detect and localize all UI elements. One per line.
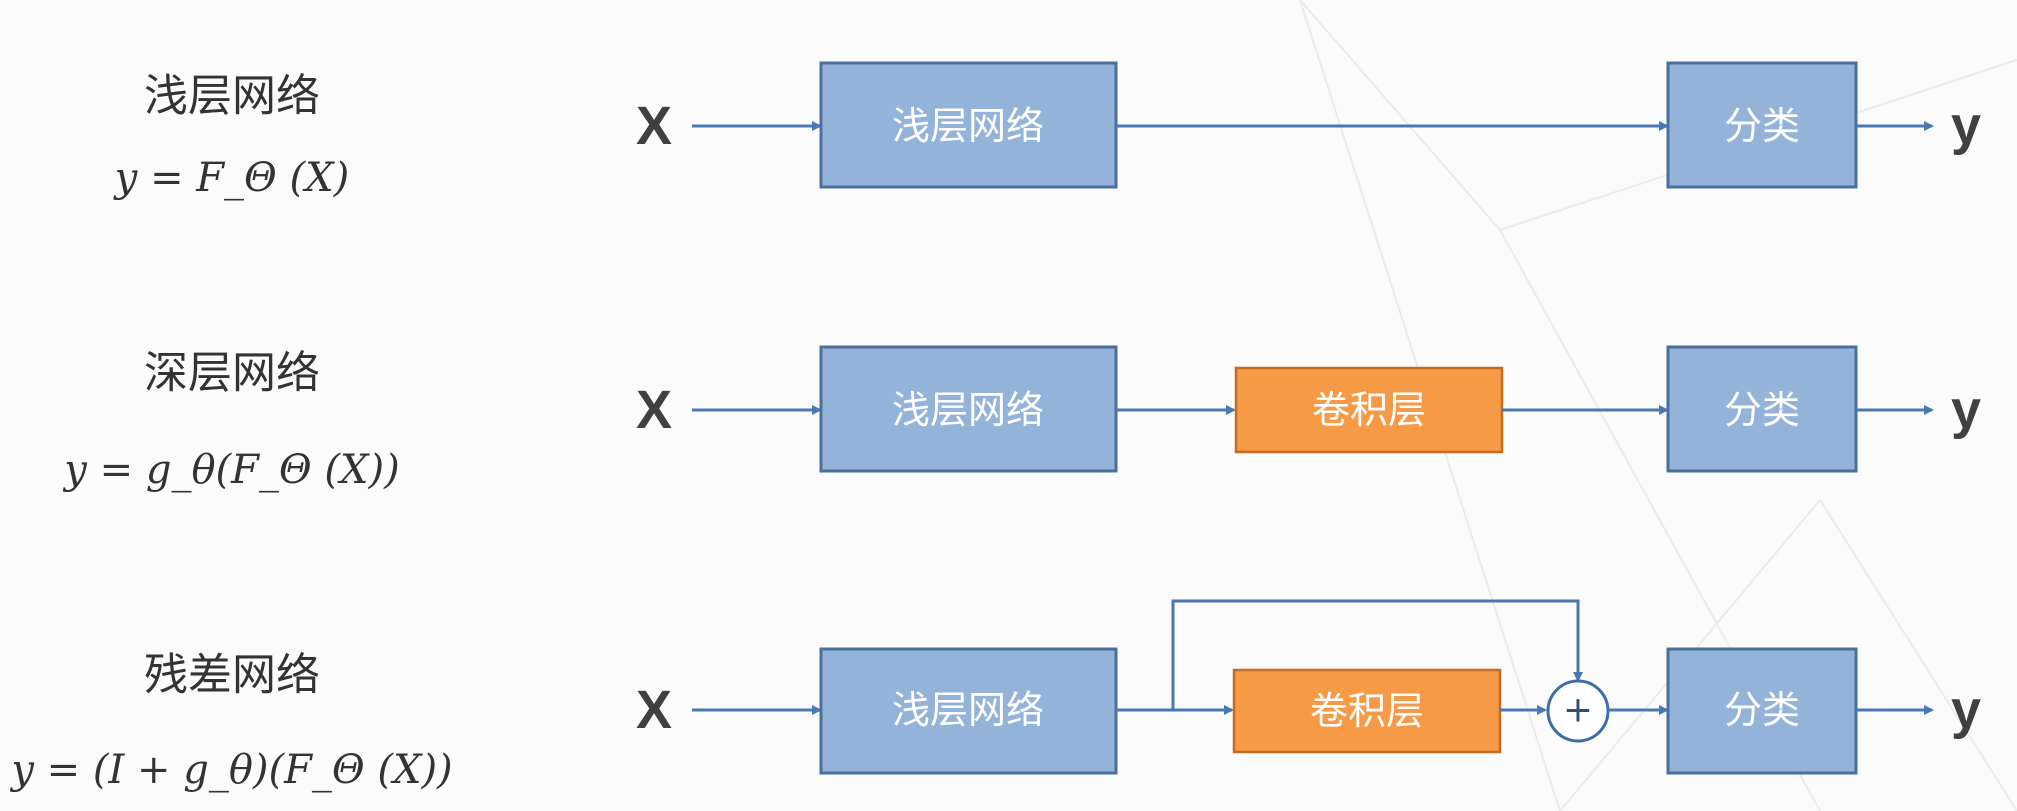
row-formula: y = (I + g_θ)(F_Θ (X)) xyxy=(9,747,452,793)
shallow-net-label: 浅层网络 xyxy=(892,388,1044,432)
input-label: X xyxy=(636,380,672,440)
classify-label: 分类 xyxy=(1724,688,1800,732)
conv-layer-label: 卷积层 xyxy=(1310,689,1424,733)
conv-layer-box xyxy=(1232,668,1502,754)
conv-layer-box xyxy=(1234,366,1504,454)
row-formula: y = g_θ(F_Θ (X)) xyxy=(62,447,399,493)
conv-layer-label: 卷积层 xyxy=(1312,388,1426,432)
row-residual: 残差网络 y = (I + g_θ)(F_Θ (X)) X 浅层网络 卷积层 +… xyxy=(9,599,1981,793)
classify-box xyxy=(1666,345,1858,473)
plus-icon: + xyxy=(1563,690,1593,731)
row-title: 浅层网络 xyxy=(144,71,320,122)
output-label: y xyxy=(1951,380,1981,440)
row-deep: 深层网络 y = g_θ(F_Θ (X)) X 浅层网络 卷积层 分类 y xyxy=(62,345,1981,493)
row-title: 深层网络 xyxy=(144,348,320,399)
input-label: X xyxy=(636,96,672,156)
skip-connection-arrow xyxy=(1171,599,1583,710)
shallow-net-label: 浅层网络 xyxy=(892,688,1044,732)
row-shallow: 浅层网络 y = F_Θ (X) X 浅层网络 分类 y xyxy=(113,61,1981,201)
output-label: y xyxy=(1951,680,1981,740)
output-label: y xyxy=(1951,96,1981,156)
row-formula: y = F_Θ (X) xyxy=(113,155,350,201)
row-title: 残差网络 xyxy=(144,650,320,701)
shallow-net-box xyxy=(819,345,1118,473)
shallow-net-box xyxy=(819,61,1118,189)
classify-box xyxy=(1666,61,1858,189)
shallow-net-box xyxy=(819,647,1118,775)
shallow-net-label: 浅层网络 xyxy=(892,104,1044,148)
input-label: X xyxy=(636,680,672,740)
classify-box xyxy=(1666,647,1858,775)
classify-label: 分类 xyxy=(1724,104,1800,148)
classify-label: 分类 xyxy=(1724,388,1800,432)
